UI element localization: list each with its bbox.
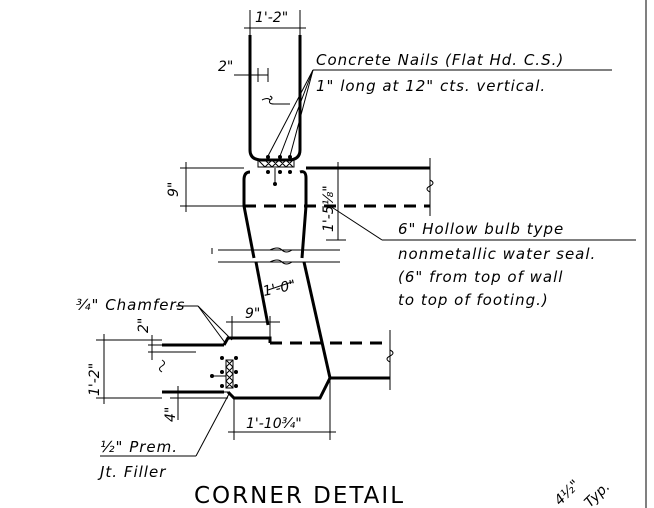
dim-stem-width: 1'-0" bbox=[262, 277, 298, 300]
middle-wall-section bbox=[211, 158, 434, 265]
note-nails-line1: Concrete Nails (Flat Hd. C.S.) bbox=[316, 51, 564, 69]
note-nails-line2: 1" long at 12" cts. vertical. bbox=[316, 77, 546, 95]
footing-section bbox=[159, 330, 394, 400]
dim-top-width: 1'-2" bbox=[255, 10, 288, 26]
nails-hatch bbox=[257, 155, 295, 186]
dim-footing-bottom: 4" bbox=[163, 407, 179, 422]
note-seal-line2: nonmetallic water seal. bbox=[398, 245, 596, 263]
note-filler-line2: Jt. Filler bbox=[97, 463, 166, 481]
note-filler-line1: ½" Prem. bbox=[100, 438, 178, 456]
dim-wall-top-height: 9" bbox=[166, 182, 182, 197]
dim-wall-vertical: 1'-5⅛" bbox=[321, 185, 337, 232]
dim-chamfer-small: 2" bbox=[136, 318, 152, 333]
drawing-title: CORNER DETAIL bbox=[194, 483, 405, 508]
dim-corner-fraction: 4½" bbox=[552, 477, 584, 508]
dim-footing-width: 1'-10¾" bbox=[246, 416, 302, 432]
dim-lower-offset: 9" bbox=[245, 306, 260, 322]
upper-wall-section bbox=[248, 35, 302, 162]
lower-stem-section bbox=[254, 261, 332, 379]
note-seal-line4: to top of footing.) bbox=[398, 291, 549, 309]
dimension-lines bbox=[96, 10, 636, 457]
note-seal-line1: 6" Hollow bulb type bbox=[398, 220, 564, 238]
dim-nail-offset: 2" bbox=[218, 59, 233, 75]
note-chamfers: ¾" Chamfers bbox=[76, 296, 185, 314]
note-seal-line3: (6" from top of wall bbox=[398, 268, 563, 286]
dim-footing-height: 1'-2" bbox=[87, 363, 103, 396]
dim-corner-suffix: Typ. bbox=[582, 479, 614, 508]
